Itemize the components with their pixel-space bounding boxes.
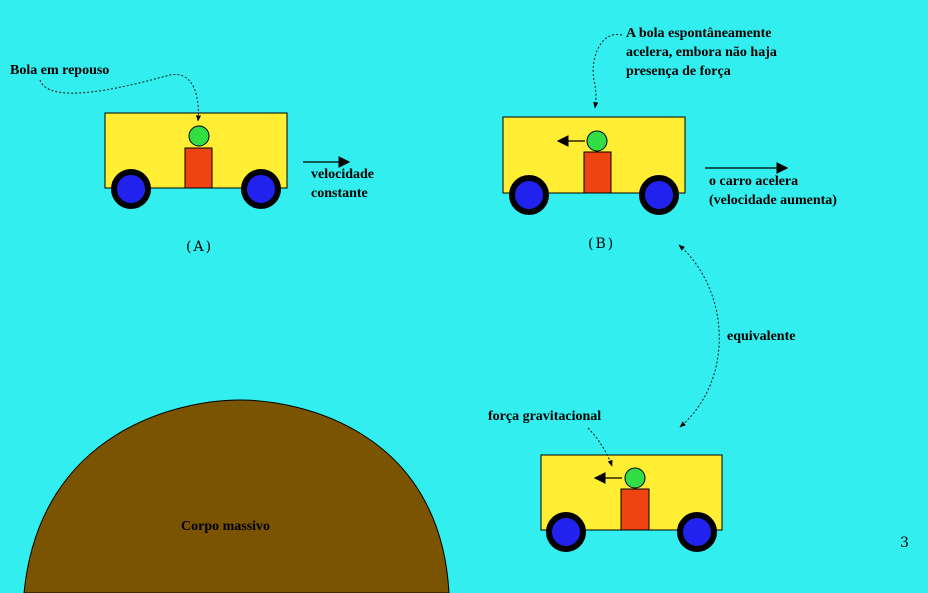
cart-c-wheel-left xyxy=(546,512,586,552)
car-accelerates-line-1: o carro acelera xyxy=(709,174,799,189)
cart-c-block xyxy=(620,488,650,531)
cart-b xyxy=(502,116,686,215)
cart-b-block xyxy=(583,151,612,194)
car-accelerates-line-2: (velocidade aumenta) xyxy=(709,193,837,208)
constant-velocity-label: velocidade constante xyxy=(311,165,374,203)
car-accelerates-label: o carro acelera (velocidade aumenta) xyxy=(709,172,837,210)
cart-c-wheel-right xyxy=(677,512,717,552)
cart-c xyxy=(540,454,723,552)
cart-b-ball xyxy=(586,130,608,152)
equivalent-label: equivalente xyxy=(727,329,796,344)
gravitational-force-label: força gravitacional xyxy=(488,409,602,424)
constant-velocity-line-2: constante xyxy=(311,186,368,201)
cart-c-ball xyxy=(624,467,646,489)
ball-accelerates-pointer xyxy=(592,34,623,109)
cart-a-wheel-right xyxy=(241,169,281,209)
constant-velocity-line-1: velocidade xyxy=(311,167,374,182)
massive-body-label: Corpo massivo xyxy=(181,519,271,534)
page-number: 3 xyxy=(900,535,911,551)
ball-accelerates-line-2: acelera, embora não haja xyxy=(626,45,777,60)
cart-b-wheel-right xyxy=(639,175,679,215)
ball-accelerates-line-1: A bola espontâneamente xyxy=(626,26,772,41)
massive-body xyxy=(23,399,450,593)
tag-a: (A) xyxy=(186,239,214,255)
equivalence-arrow xyxy=(678,244,720,428)
cart-b-wheel-left xyxy=(509,175,549,215)
cart-a-ball xyxy=(188,125,210,147)
cart-a xyxy=(104,112,288,209)
ball-accelerates-line-3: presença de força xyxy=(626,64,731,79)
cart-a-wheel-left xyxy=(111,169,151,209)
ball-accelerates-label: A bola espontâneamente acelera, embora n… xyxy=(626,24,777,81)
cart-a-block xyxy=(184,147,213,189)
gravitational-force-pointer xyxy=(587,427,613,467)
ball-at-rest-label: Bola em repouso xyxy=(10,63,110,78)
tag-b: (B) xyxy=(588,236,616,252)
